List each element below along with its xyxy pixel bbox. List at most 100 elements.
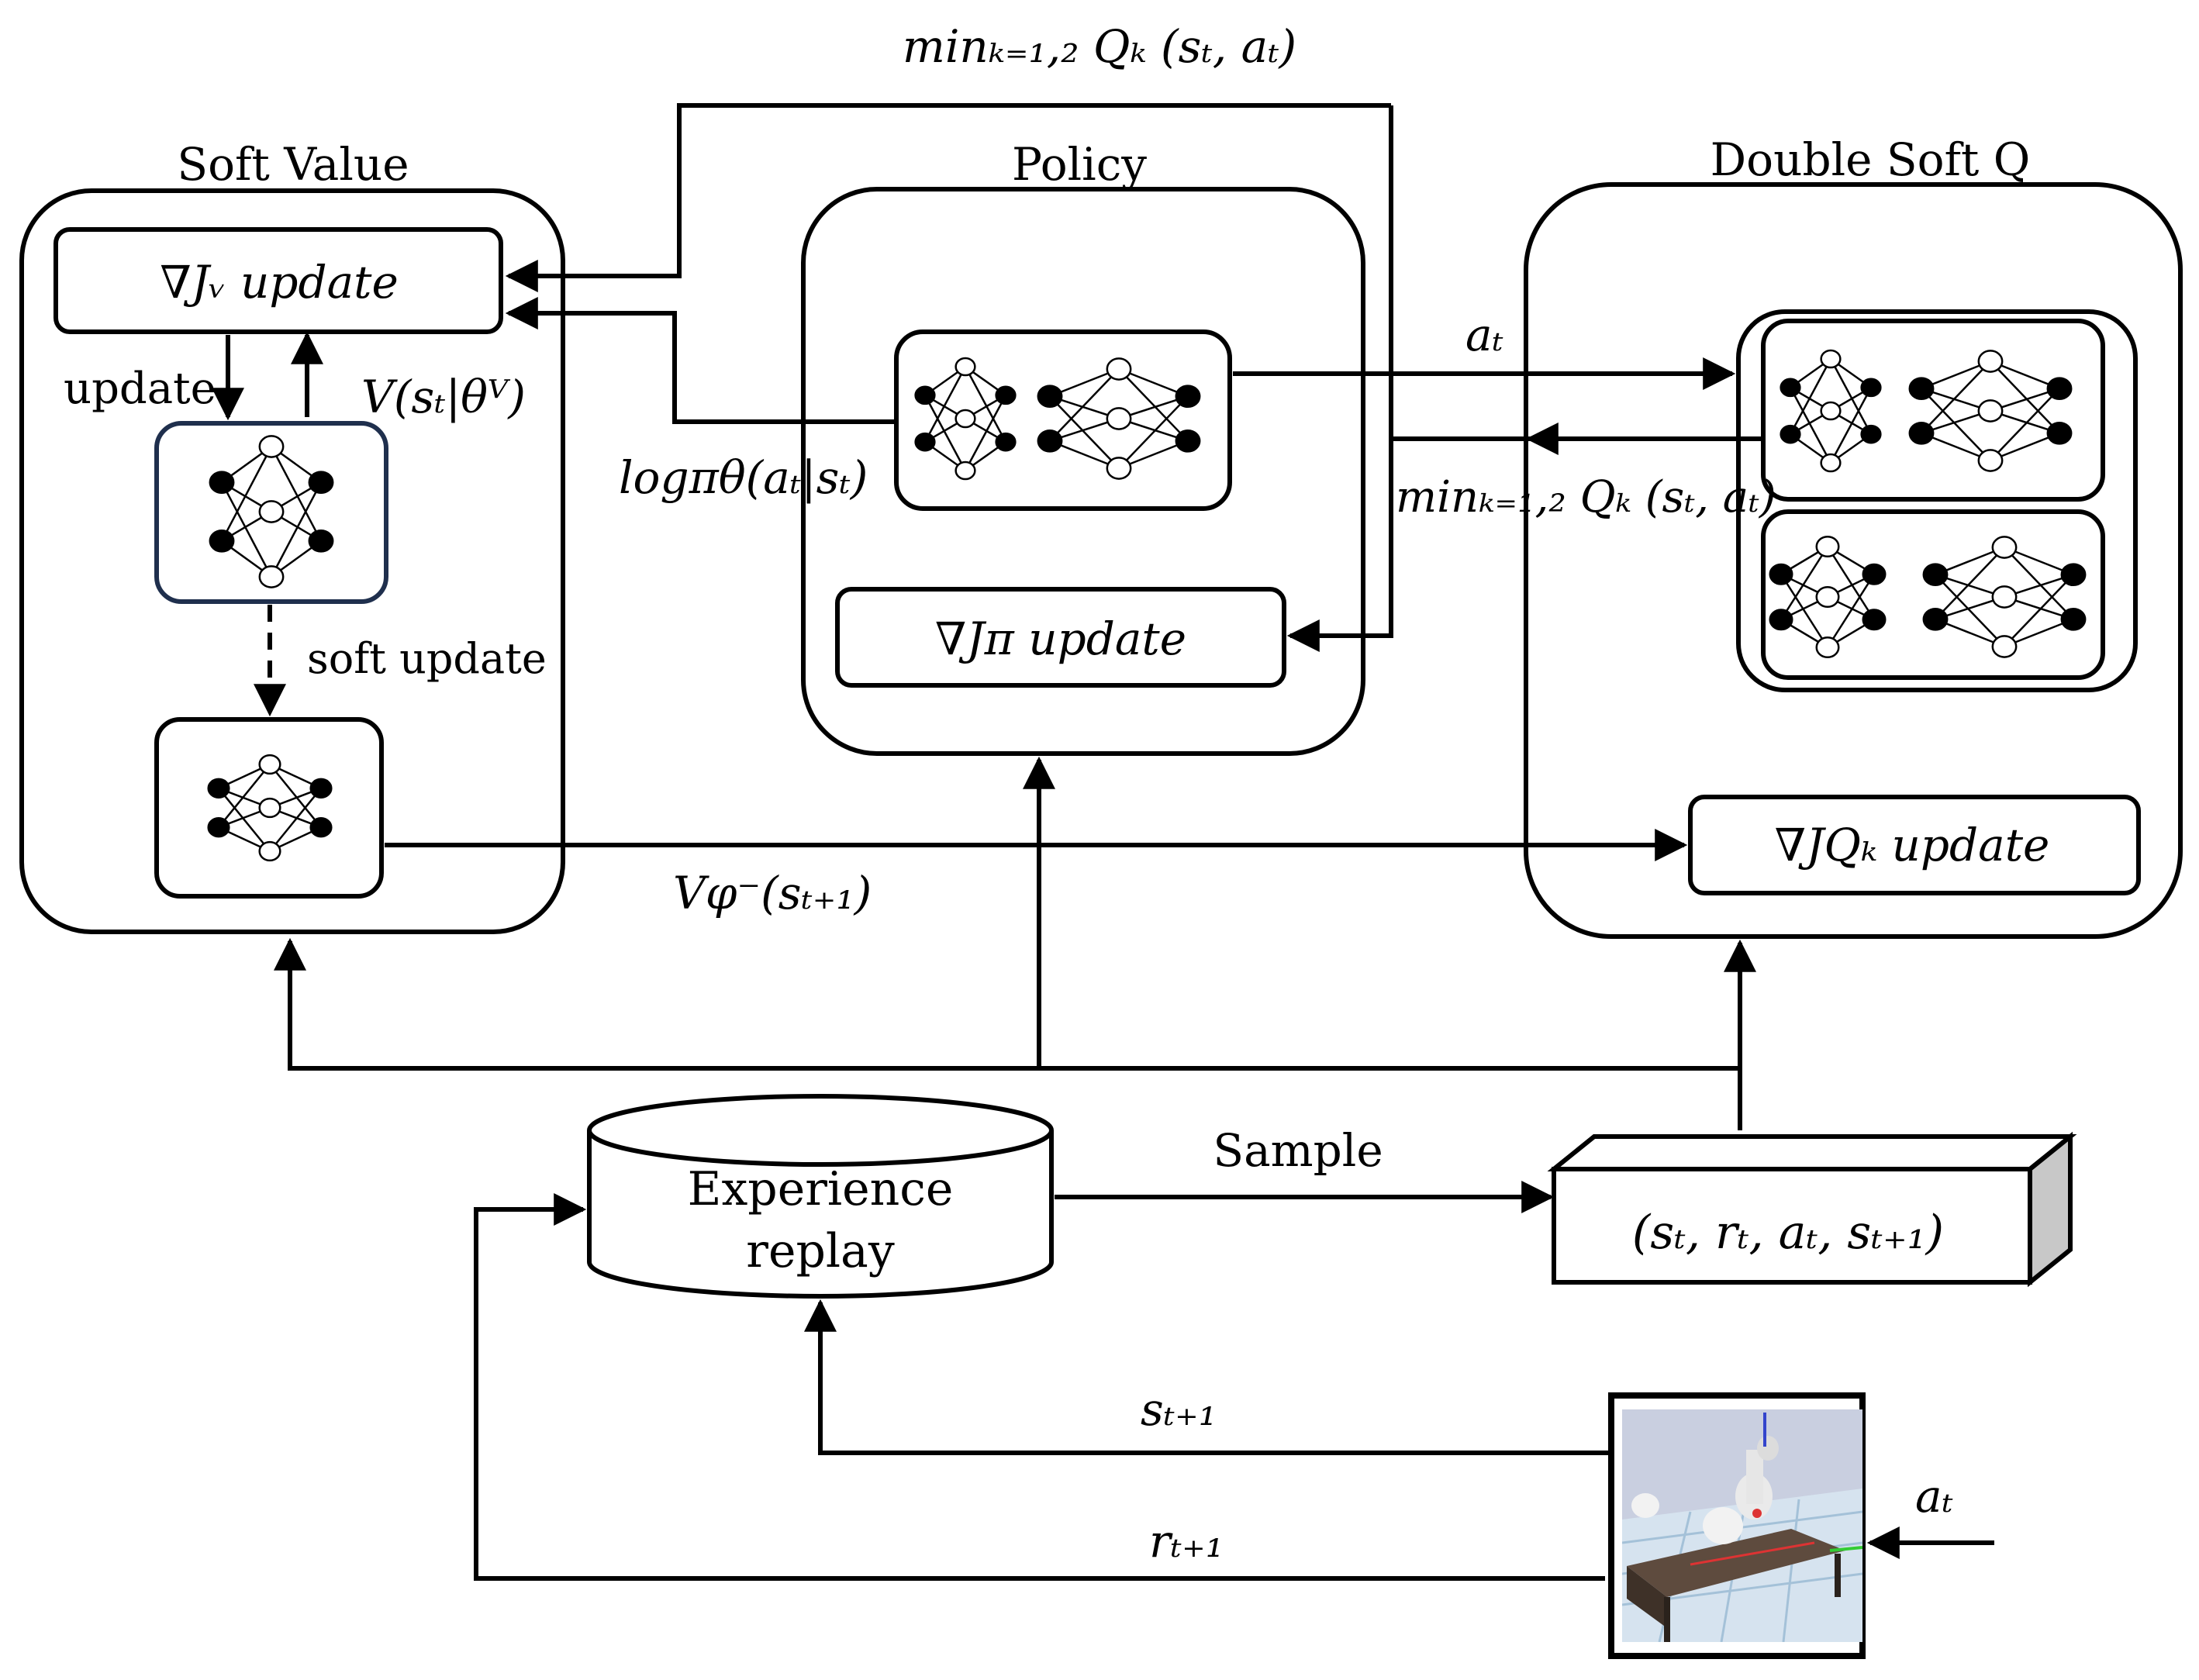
network-node [1820,401,1842,421]
network-edge [270,446,323,542]
neural-network-icon [1769,536,1887,658]
q1-network-box [1761,319,2105,502]
network-node [2046,377,2073,401]
value-output-label: V(sₜ|θⱽ) [361,371,526,423]
sampled-batch-box [1547,1131,2077,1288]
q-update-label: ∇JQₖ update [1775,819,2050,871]
network-edge [1990,360,2060,434]
network-node [1106,457,1132,480]
experience-replay-line2: replay [746,1224,895,1278]
env-action-label: aₜ [1915,1470,1953,1523]
network-node [1820,349,1842,369]
network-node [1991,536,2018,559]
network-node [1922,563,1949,587]
network-node [1908,377,1935,401]
network-node [955,357,976,377]
q-update-box [1688,795,2141,895]
network-node [258,754,281,775]
network-edge [1935,574,2005,647]
neural-network-icon [1908,350,2073,472]
update-arrow-label: update [64,364,216,414]
network-edge [2004,547,2074,620]
network-node [258,565,285,588]
network-node [1991,585,2018,609]
network-node [1780,424,1801,444]
network-node [1908,421,1935,445]
network-node [1860,424,1882,444]
robot-arm-simulation-icon [1622,1409,1862,1642]
network-node [955,461,976,481]
network-node [1860,378,1882,398]
policy-title: Policy [1012,138,1147,191]
network-node [258,435,285,458]
reward-label: rₜ₊₁ [1149,1515,1224,1568]
network-edge [269,788,322,852]
network-node [1175,429,1201,453]
experience-replay-line1: Experience [688,1162,954,1216]
network-edge [923,366,967,443]
network-node [1977,350,2004,373]
network-edge [1049,368,1120,442]
neural-network-icon [209,435,334,588]
policy-update-box [835,587,1286,688]
network-node [207,778,230,799]
network-edge [218,764,271,828]
network-node [1977,449,2004,472]
network-node [258,797,281,819]
network-node [2060,563,2087,587]
network-node [1106,357,1132,381]
network-node [308,471,334,495]
network-node [258,840,281,862]
network-edge [1826,574,1876,648]
network-edge [218,788,271,852]
log-pi-label: logπθ(aₜ|sₜ) [619,451,868,504]
network-edge [964,395,1007,471]
q2-network-box [1761,509,2105,680]
network-node [995,385,1017,405]
network-node [1815,636,1840,658]
network-edge [2004,574,2074,647]
network-edge [1780,546,1829,620]
network-node [309,817,333,838]
v-target-label: Vφ⁻(sₜ₊₁) [673,867,872,919]
soft-update-label: soft update [307,634,547,683]
network-node [2060,607,2087,631]
network-edge [1935,547,2005,620]
network-edge [1118,368,1189,442]
network-edge [1921,360,1991,434]
network-edge [269,764,322,828]
network-node [1780,378,1801,398]
network-node [209,529,235,553]
network-edge [964,366,1007,443]
network-node [1037,385,1063,409]
neural-network-icon [914,357,1017,481]
network-edge [1829,358,1873,435]
action-to-q-label: aₜ [1465,309,1503,361]
network-node [995,432,1017,452]
network-node [258,500,285,523]
network-node [209,471,235,495]
network-edge [923,395,967,471]
network-edge [220,446,273,542]
network-edge [1789,387,1832,464]
network-node [308,529,334,553]
value-update-label: ∇Jᵥ update [160,256,399,309]
network-edge [1789,358,1832,435]
min-q-mid-label: minₖ₌₁,₂ Qₖ (sₜ, aₜ) [1396,472,1776,523]
double-soft-q-title: Double Soft Q [1711,133,2031,186]
network-node [1815,536,1840,557]
network-node [1769,563,1793,585]
network-edge [1118,395,1189,469]
network-node [955,409,976,429]
network-node [1922,607,1949,631]
network-node [1820,453,1842,473]
value-update-box [54,227,503,334]
network-node [2046,421,2073,445]
network-node [207,817,230,838]
neural-network-icon [1780,349,1882,473]
policy-network-box [894,329,1232,511]
min-q-top-label: minₖ₌₁,₂ Qₖ (sₜ, aₜ) [903,20,1296,73]
network-node [1991,635,2018,658]
network-edge [1826,546,1876,620]
